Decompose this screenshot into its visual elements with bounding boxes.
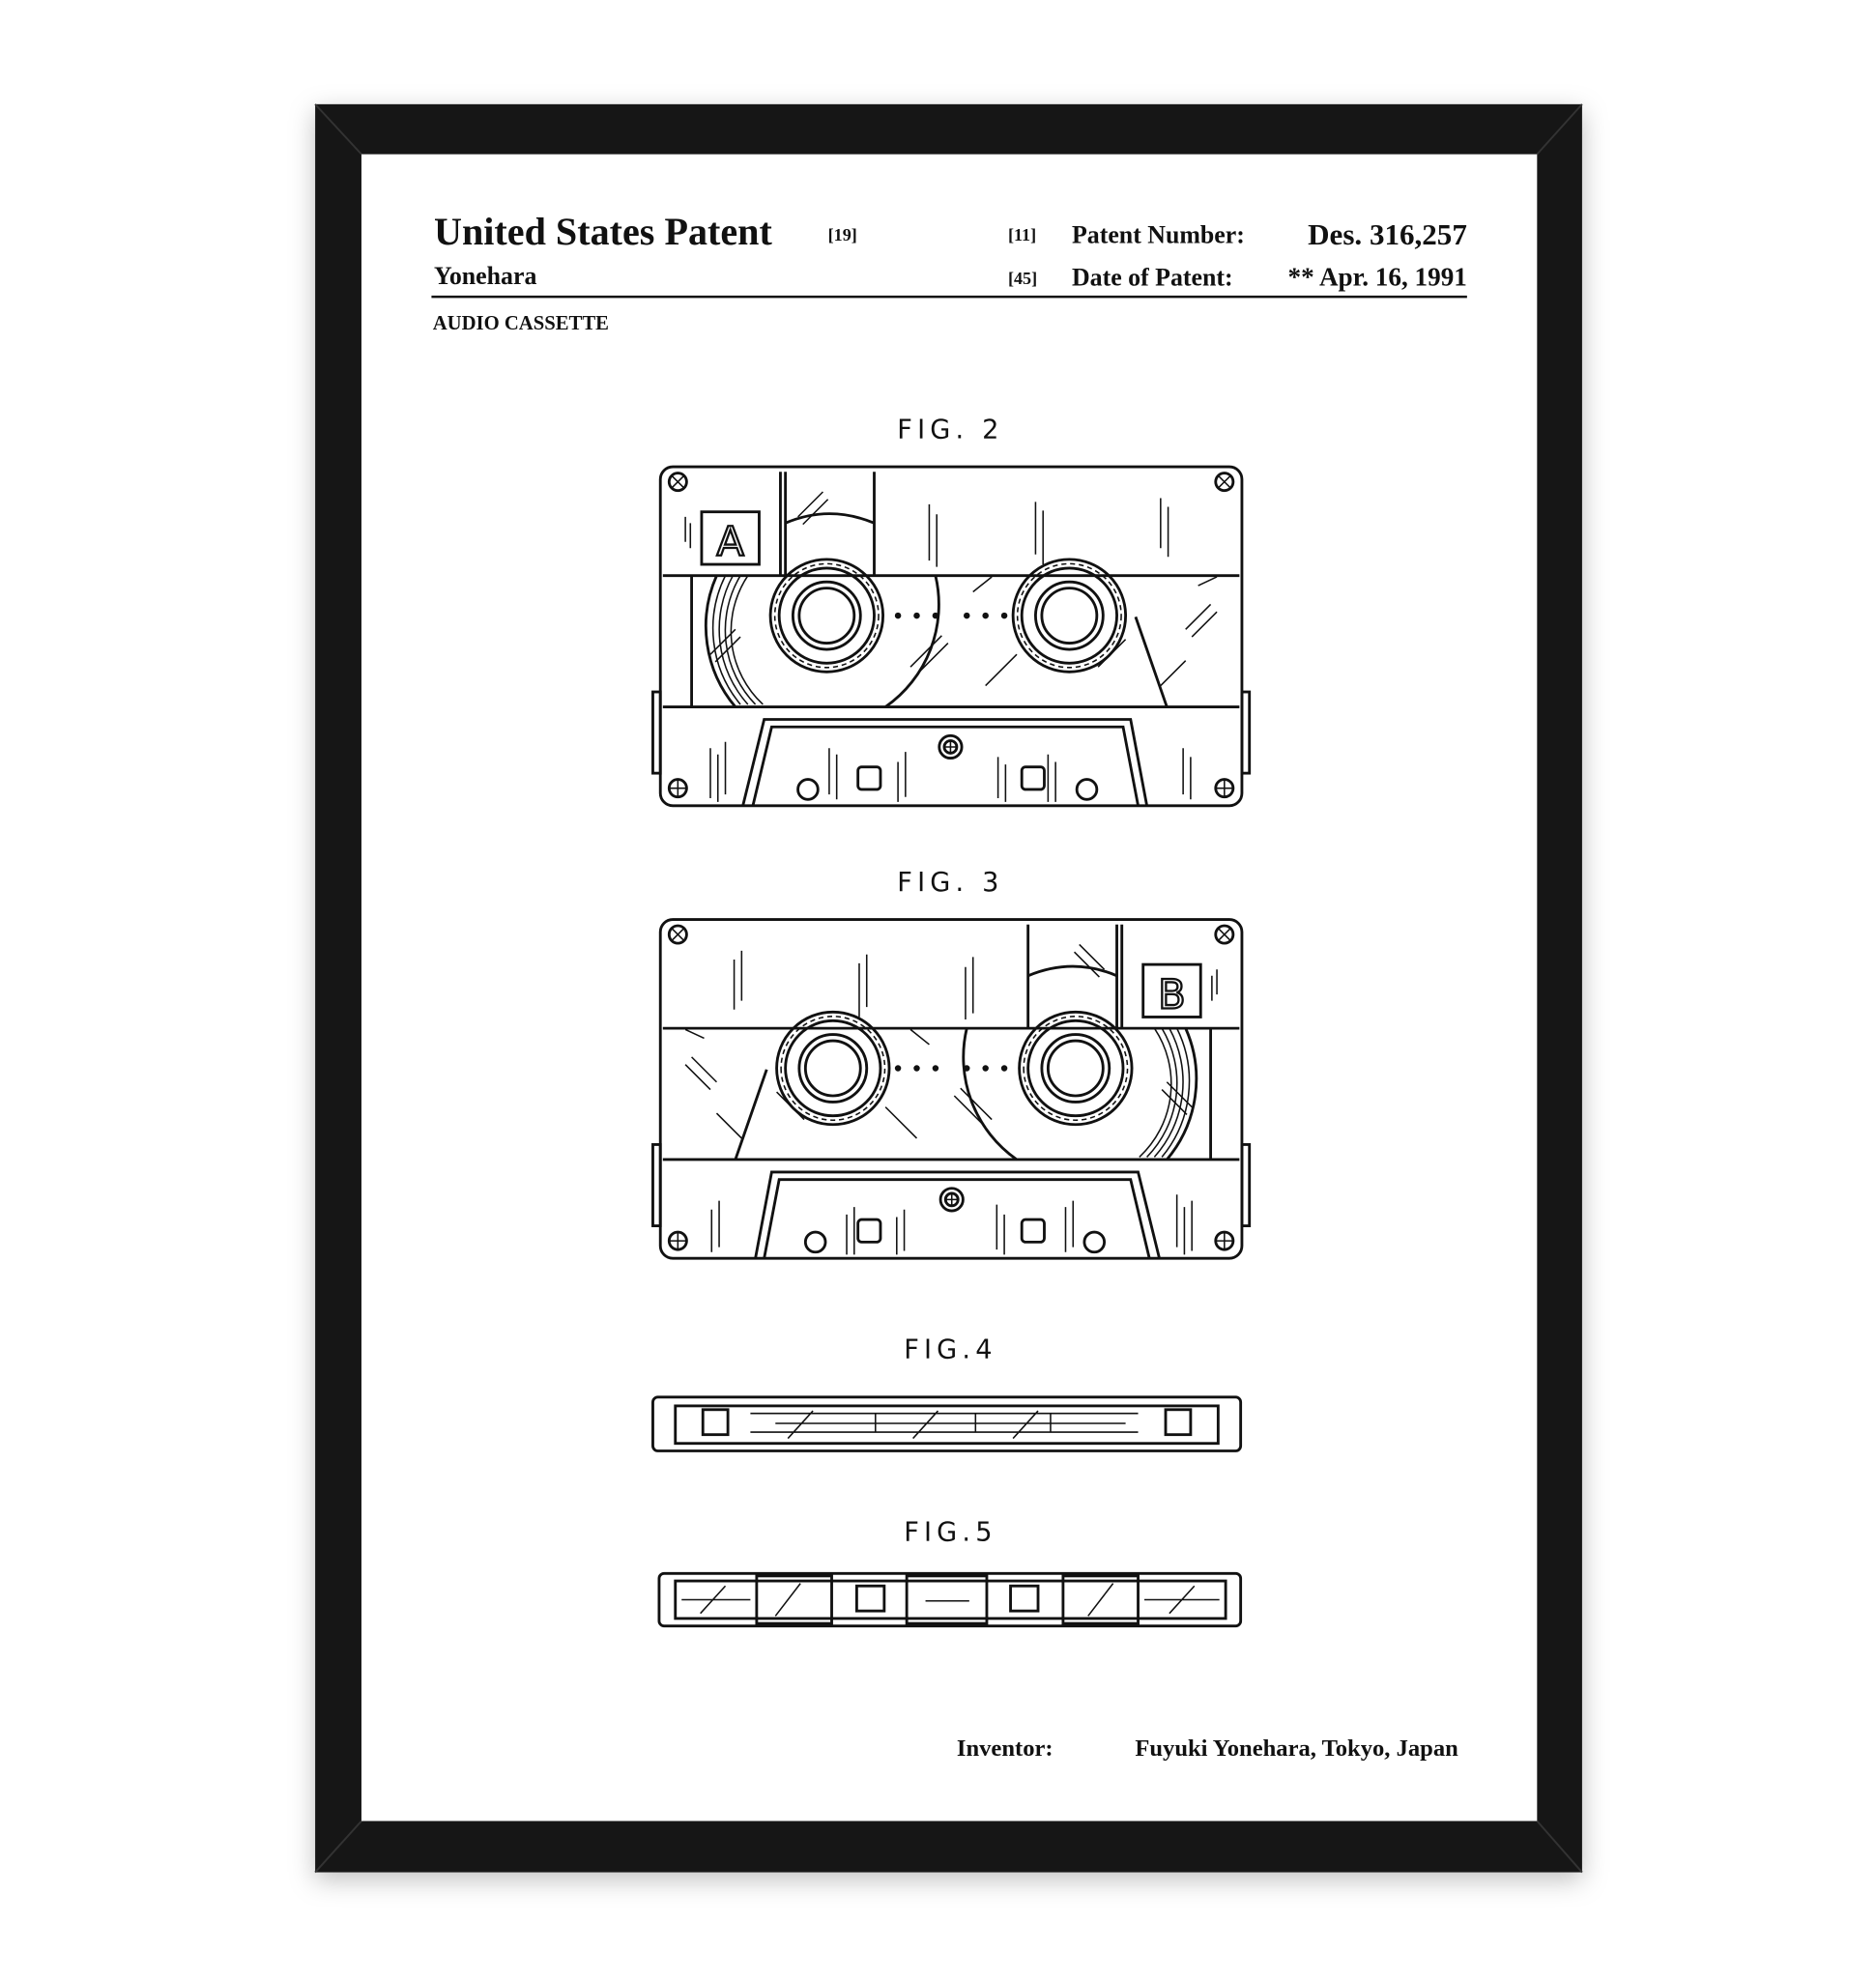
figure-2: FIG. 2 A <box>651 415 1252 808</box>
side-b-label: B <box>1158 971 1185 1018</box>
number-code: [11] <box>1008 225 1036 244</box>
date-value: ** Apr. 16, 1991 <box>1288 262 1467 291</box>
fig3-label: FIG. 3 <box>897 868 1003 898</box>
patent-title: United States Patent <box>434 210 772 253</box>
inventor-surname: Yonehara <box>434 262 536 290</box>
figure-4: FIG.4 <box>651 1335 1243 1452</box>
fig4-label: FIG.4 <box>904 1335 996 1365</box>
figure-5: FIG.5 <box>657 1518 1243 1628</box>
figure-3: FIG. 3 B <box>651 868 1252 1260</box>
date-label: Date of Patent: <box>1072 263 1233 291</box>
inventor-value: Fuyuki Yonehara, Tokyo, Japan <box>1135 1735 1458 1762</box>
patent-header: United States Patent [19] [11] Patent Nu… <box>431 210 1467 334</box>
side-a-label: A <box>717 519 744 565</box>
patent-subject: AUDIO CASSETTE <box>433 313 609 334</box>
poster-paper <box>361 154 1538 1821</box>
patent-number-label: Patent Number: <box>1072 220 1245 248</box>
fig2-label: FIG. 2 <box>897 415 1003 445</box>
title-code: [19] <box>828 225 857 244</box>
fig5-label: FIG.5 <box>904 1518 996 1548</box>
inventor-line: Inventor: Fuyuki Yonehara, Tokyo, Japan <box>957 1735 1458 1762</box>
patent-number-value: Des. 316,257 <box>1308 217 1467 251</box>
inventor-label: Inventor: <box>957 1735 1053 1762</box>
date-code: [45] <box>1008 269 1037 288</box>
